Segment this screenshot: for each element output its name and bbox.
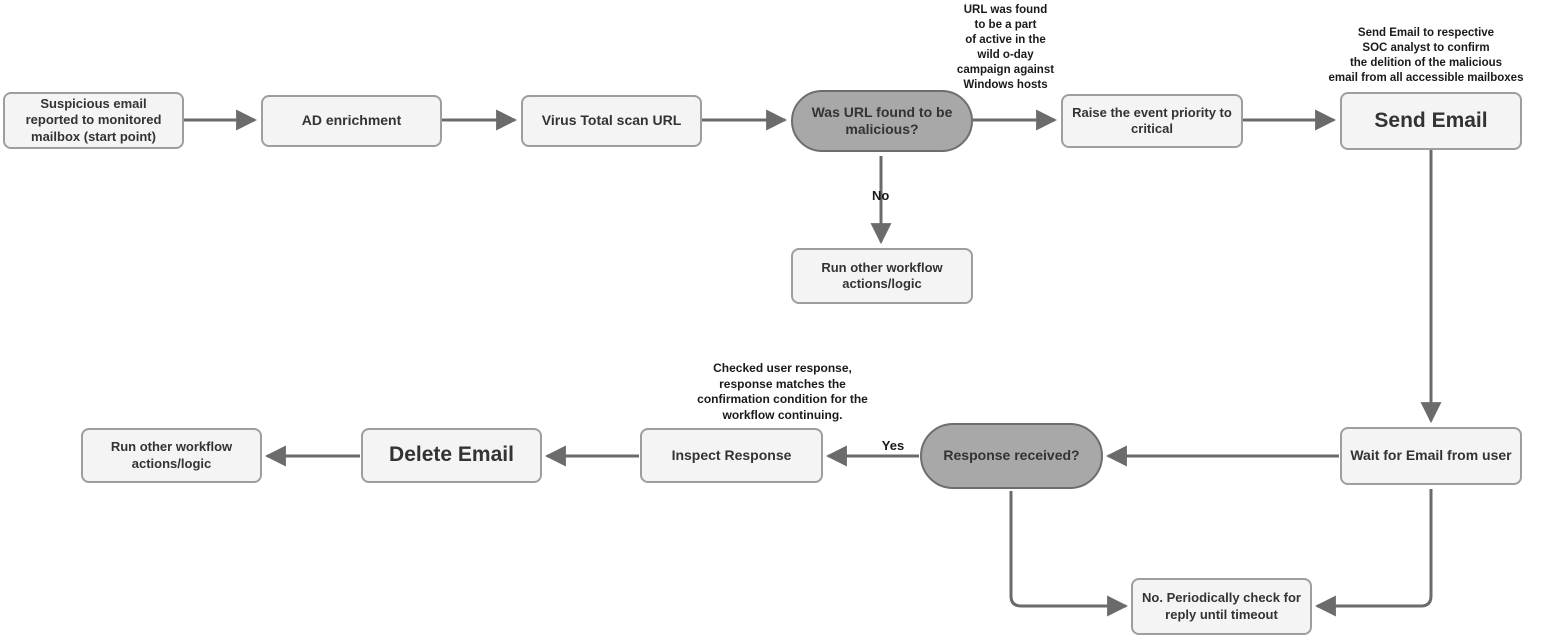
node-wait-email-label: Wait for Email from user — [1350, 447, 1512, 464]
edge-label-checked-note: Checked user response, response matches … — [697, 361, 868, 422]
node-vt-scan-label: Virus Total scan URL — [541, 112, 682, 129]
node-response-received-label: Response received? — [943, 447, 1080, 464]
node-ad-enrichment-label: AD enrichment — [301, 112, 402, 129]
edge-label-yes-branch: Yes — [881, 438, 905, 453]
node-inspect-response[interactable]: Inspect Response — [640, 428, 823, 483]
edge-wait-email-to-periodic-check — [1314, 489, 1433, 617]
node-url-malicious-label: Was URL found to be malicious? — [811, 103, 953, 138]
node-periodic-check-label: No. Periodically check for reply until t… — [1142, 590, 1301, 622]
edge-label-no-branch: No — [872, 188, 890, 203]
node-response-received[interactable]: Response received? — [920, 423, 1103, 489]
node-inspect-response-label: Inspect Response — [671, 446, 792, 463]
node-raise-priority-label: Raise the event priority to critical — [1072, 104, 1232, 136]
node-run-other-bottom-label: Run other workflow actions/logic — [110, 439, 233, 471]
edge-label-soc-note: Send Email to respective SOC analyst to … — [1328, 27, 1524, 84]
node-raise-priority[interactable]: Raise the event priority to critical — [1061, 94, 1243, 148]
node-run-other-top[interactable]: Run other workflow actions/logic — [791, 248, 973, 304]
node-ad-enrichment[interactable]: AD enrichment — [261, 95, 442, 147]
node-run-other-bottom[interactable]: Run other workflow actions/logic — [81, 428, 262, 483]
node-send-email-label: Send Email — [1374, 108, 1488, 132]
node-periodic-check[interactable]: No. Periodically check for reply until t… — [1131, 578, 1312, 635]
node-wait-email[interactable]: Wait for Email from user — [1340, 427, 1522, 485]
node-delete-email[interactable]: Delete Email — [361, 428, 542, 483]
node-run-other-top-label: Run other workflow actions/logic — [821, 259, 943, 291]
node-vt-scan[interactable]: Virus Total scan URL — [521, 95, 702, 147]
node-url-malicious[interactable]: Was URL found to be malicious? — [791, 90, 973, 152]
node-delete-email-label: Delete Email — [389, 443, 514, 467]
node-start-label: Suspicious email reported to monitored m… — [25, 96, 162, 144]
edge-label-zero-day-note: URL was found to be a part of active in … — [956, 4, 1055, 91]
edge-response-received-to-periodic-check — [1009, 491, 1129, 617]
node-send-email[interactable]: Send Email — [1340, 92, 1522, 150]
node-start[interactable]: Suspicious email reported to monitored m… — [3, 92, 184, 149]
